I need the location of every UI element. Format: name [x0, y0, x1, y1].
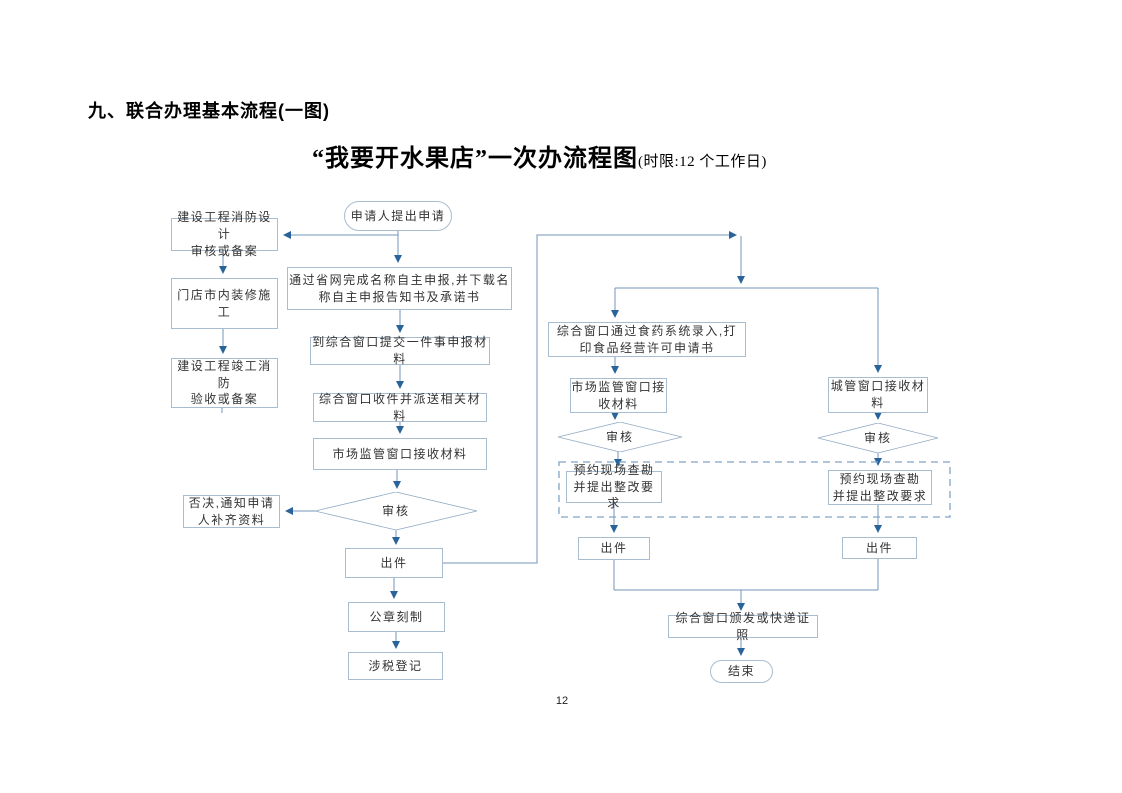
flow-node-city-window: 城管窗口接收材 料 — [828, 377, 928, 413]
flow-node-tax-register: 涉税登记 — [348, 652, 443, 680]
survey-dashed-group — [558, 461, 951, 518]
flow-node-survey-market: 预约现场查勘 并提出整改要求 — [566, 463, 662, 510]
flow-node-issue-main: 出件 — [345, 548, 443, 578]
flow-node-seal-making: 公章刻制 — [348, 602, 445, 632]
page-number: 12 — [555, 695, 569, 707]
flow-node-market-window: 市场监管窗口接 收材料 — [570, 378, 667, 413]
flow-node-fire-design: 建设工程消防设计 审核或备案 — [171, 210, 278, 258]
flow-node-food-entry: 综合窗口通过食药系统录入,打 印食品经营许可申请书 — [548, 322, 746, 357]
flow-node-survey-city: 预约现场查勘 并提出整改要求 — [828, 470, 932, 505]
flow-decision-review-market: 审核 — [558, 422, 682, 452]
flowchart-title-note: (时限:12 个工作日) — [638, 154, 767, 170]
flow-node-market-receive: 市场监管窗口接收材料 — [313, 438, 487, 470]
flow-node-submit-materials: 到综合窗口提交一件事申报材料 — [310, 335, 490, 366]
section-heading: 九、联合办理基本流程(一图) — [88, 101, 330, 121]
flow-node-name-declare: 通过省网完成名称自主申报,并下载名 称自主申报告知书及承诺书 — [287, 267, 512, 310]
flow-node-issue-market: 出件 — [578, 537, 650, 560]
decision-label: 审核 — [381, 503, 410, 518]
flow-node-fire-acceptance: 建设工程竣工消防 验收或备案 — [171, 358, 278, 408]
flowchart-title-main: “我要开水果店”一次办流程图 — [312, 146, 638, 172]
flow-node-reject-notice: 否决,通知申请 人补齐资料 — [183, 495, 280, 528]
flow-decision-review-city: 审核 — [818, 423, 938, 453]
flowchart-title: “我要开水果店”一次办流程图(时限:12 个工作日) — [312, 138, 767, 173]
flow-decision-review-main: 审核 — [315, 492, 477, 530]
flow-node-start: 申请人提出申请 — [344, 201, 452, 231]
decision-label: 审核 — [605, 429, 634, 444]
decision-label: 审核 — [863, 430, 892, 445]
flow-node-shop-decoration: 门店市内装修施工 — [171, 278, 278, 329]
flow-node-issue-city: 出件 — [842, 537, 917, 559]
flow-node-end: 结束 — [710, 660, 773, 683]
flow-node-deliver-license: 综合窗口颁发或快递证照 — [668, 611, 818, 642]
flow-node-dispatch-materials: 综合窗口收件并派送相关材料 — [313, 392, 487, 423]
